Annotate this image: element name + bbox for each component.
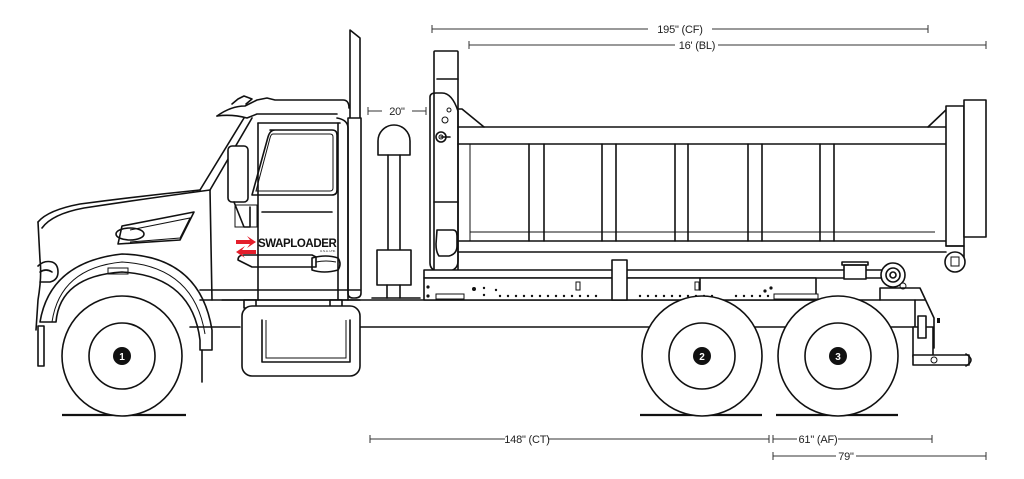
wheel-front: 1 bbox=[61, 295, 183, 417]
rivet bbox=[426, 285, 430, 289]
dimension-label-af: 61" (AF) bbox=[799, 434, 838, 446]
rivet bbox=[578, 294, 582, 298]
swaploader-logo: SWAPLOADER U.S.A. LTD. bbox=[236, 236, 338, 258]
rivet bbox=[654, 294, 658, 298]
rivet bbox=[482, 286, 486, 290]
dimension-rear: 79" bbox=[772, 451, 987, 463]
rivet bbox=[678, 294, 682, 298]
dimension-gap: 20" bbox=[367, 106, 427, 118]
dump-body bbox=[423, 50, 987, 349]
dimension-label-rear: 79" bbox=[838, 451, 854, 463]
rivet bbox=[638, 294, 642, 298]
air-tank-column bbox=[371, 124, 421, 299]
rivet bbox=[426, 294, 430, 298]
rivet bbox=[763, 289, 767, 293]
rivet bbox=[554, 294, 558, 298]
rivet bbox=[670, 294, 674, 298]
axle-number-3: 3 bbox=[835, 352, 841, 363]
rivet bbox=[734, 294, 738, 298]
hood bbox=[35, 189, 213, 383]
dimension-label-cf: 195" (CF) bbox=[657, 24, 703, 36]
rivet bbox=[538, 294, 542, 298]
rivet bbox=[472, 287, 476, 291]
dimension-af: 61" (AF) bbox=[772, 434, 933, 446]
dimension-label-gap: 20" bbox=[389, 106, 405, 118]
rivet bbox=[662, 294, 666, 298]
rivet bbox=[482, 293, 486, 297]
rivet bbox=[586, 294, 590, 298]
wheel-drive-2: 3 bbox=[777, 295, 899, 417]
rivet bbox=[594, 294, 598, 298]
rivet bbox=[506, 294, 510, 298]
rivet bbox=[750, 294, 754, 298]
rivet bbox=[522, 294, 526, 298]
dimension-cf: 195" (CF) bbox=[431, 24, 929, 36]
fuel-tank bbox=[241, 305, 361, 377]
rivet bbox=[769, 286, 773, 290]
rivet bbox=[742, 294, 746, 298]
rivet bbox=[498, 294, 502, 298]
rear-hitch bbox=[912, 299, 972, 367]
dimension-label-bl: 16' (BL) bbox=[679, 40, 716, 52]
rivet bbox=[570, 294, 574, 298]
exhaust-stack bbox=[347, 29, 362, 299]
rivet bbox=[494, 288, 498, 292]
rivet bbox=[758, 294, 762, 298]
dimension-ct: 148" (CT) bbox=[369, 434, 770, 446]
rivet bbox=[514, 294, 518, 298]
side-posts bbox=[469, 143, 935, 242]
dimension-label-ct: 148" (CT) bbox=[504, 434, 550, 446]
swaploader-logo-text: SWAPLOADER bbox=[258, 238, 338, 250]
rivet bbox=[646, 294, 650, 298]
dimension-bl: 16' (BL) bbox=[468, 40, 987, 52]
rivet bbox=[530, 294, 534, 298]
rivet bbox=[562, 294, 566, 298]
swaploader-logo-subtext: U.S.A. LTD. bbox=[320, 249, 336, 253]
swaploader-logo-icon bbox=[236, 236, 256, 258]
rivet bbox=[686, 294, 690, 298]
axle-number-1: 1 bbox=[119, 352, 125, 363]
axle-badge-3 bbox=[829, 347, 847, 365]
axle-badge-2 bbox=[693, 347, 711, 365]
axle-badge-1 bbox=[113, 347, 131, 365]
cab bbox=[199, 95, 361, 309]
rivet bbox=[766, 294, 770, 298]
rivet bbox=[546, 294, 550, 298]
axle-number-2: 2 bbox=[699, 352, 705, 363]
wheel-drive-1: 2 bbox=[641, 295, 763, 417]
